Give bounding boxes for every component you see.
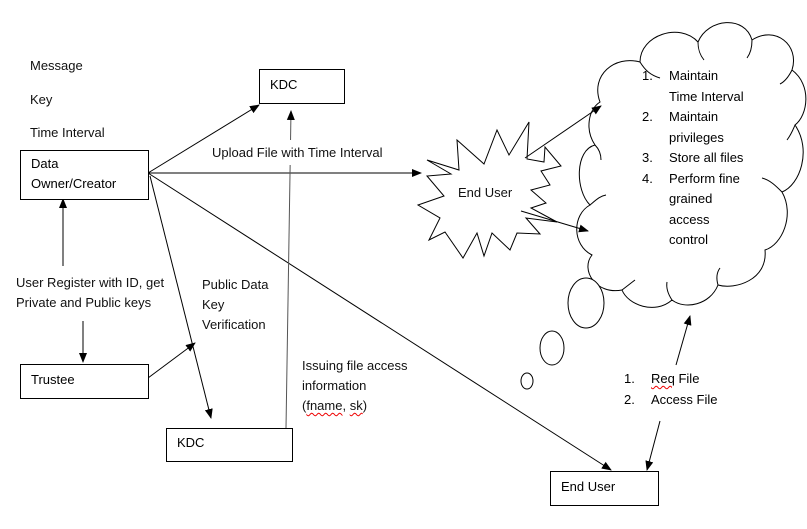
node-kdc-top[interactable]: KDC bbox=[259, 69, 345, 104]
label-issuing-line2: information bbox=[302, 378, 367, 393]
arrow-owner-to-kdc-top bbox=[147, 104, 260, 174]
cloud-inner-arc bbox=[589, 194, 607, 206]
label-issuing-line3: (fname, sk) bbox=[302, 398, 368, 413]
cloud-inner-arc bbox=[639, 61, 661, 79]
node-end-user-box[interactable]: End User bbox=[550, 471, 659, 506]
request-item: 2.Access File bbox=[624, 391, 718, 407]
node-data-owner[interactable]: Data Owner/Creator bbox=[20, 150, 149, 200]
arrow-request-to-cloud bbox=[675, 315, 692, 366]
cloud-inner-arc bbox=[621, 279, 636, 291]
cloud-inner-arc bbox=[666, 281, 673, 301]
node-trustee[interactable]: Trustee bbox=[20, 364, 149, 399]
node-end-user-burst[interactable]: End User bbox=[458, 185, 513, 200]
thought-bubble-small bbox=[520, 372, 534, 390]
arrow-burst-to-cloud-upper bbox=[524, 105, 602, 159]
node-data-owner-line2: Owner/Creator bbox=[31, 176, 117, 191]
request-item: 1.Req File bbox=[624, 371, 700, 386]
cloud-inner-arc bbox=[716, 267, 721, 286]
arrow-trustee-verification bbox=[147, 342, 196, 379]
cloud-inner-arc bbox=[746, 39, 753, 59]
arrow-access-to-end-user bbox=[645, 420, 661, 471]
cloud-inner-arc bbox=[697, 41, 705, 61]
arrow-burst-to-cloud-lower bbox=[520, 210, 589, 233]
label-verification-line3: Verification bbox=[202, 317, 266, 332]
node-kdc-bottom[interactable]: KDC bbox=[166, 428, 293, 462]
node-data-owner-line1: Data bbox=[31, 156, 59, 171]
label-key: Key bbox=[30, 92, 53, 107]
end-user-burst-shape bbox=[416, 121, 562, 259]
arrow-owner-to-kdc-bottom bbox=[149, 175, 213, 419]
thought-bubble-medium bbox=[539, 330, 565, 366]
label-issuing-line1: Issuing file access bbox=[302, 358, 408, 373]
cloud-inner-arc bbox=[779, 69, 793, 85]
line-owner-to-end-user-box bbox=[147, 172, 612, 471]
label-verification-line2: Key bbox=[202, 297, 225, 312]
node-end-user-box-label: End User bbox=[561, 479, 616, 494]
node-kdc-bottom-label: KDC bbox=[177, 435, 205, 450]
request-list: 1.Req File 2.Access File bbox=[624, 369, 717, 410]
cloud-duty-item: 3.Store all files bbox=[642, 150, 744, 165]
label-message: Message bbox=[30, 58, 83, 73]
cloud-inner-arc bbox=[786, 124, 796, 141]
label-register-line2: Private and Public keys bbox=[16, 295, 152, 310]
thought-bubble-large bbox=[567, 277, 605, 329]
label-upload: Upload File with Time Interval bbox=[212, 145, 383, 160]
label-verification-line1: Public Data bbox=[202, 277, 269, 292]
node-trustee-label: Trustee bbox=[31, 372, 75, 387]
label-gap bbox=[284, 140, 294, 165]
cloud-shape bbox=[576, 22, 807, 308]
node-kdc-top-label: KDC bbox=[270, 77, 298, 92]
label-register-line1: User Register with ID, get bbox=[16, 275, 165, 290]
label-time-interval: Time Interval bbox=[30, 125, 105, 140]
cloud-inner-arc bbox=[761, 177, 783, 193]
cloud-inner-arc bbox=[594, 144, 602, 161]
